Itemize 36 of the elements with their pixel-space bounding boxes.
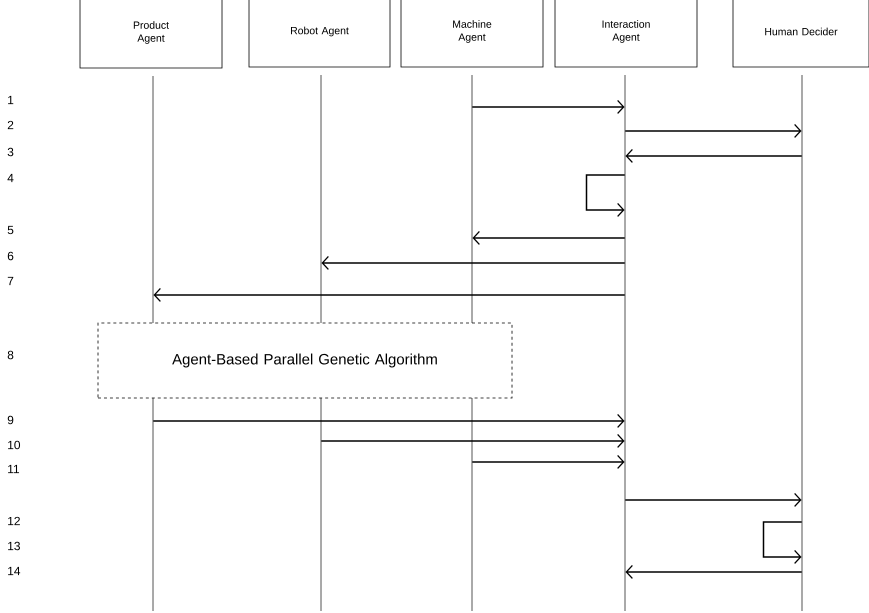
step-number: 11 <box>8 464 20 474</box>
step-number: 10 <box>8 440 20 450</box>
step-number: 2 <box>8 120 14 130</box>
step-number: 8 <box>8 350 14 360</box>
lifeline <box>152 76 154 611</box>
message-arrow <box>154 288 624 302</box>
self-message-arrow <box>762 521 802 564</box>
participant-box: Product Agent <box>80 0 222 68</box>
self-message-arrow <box>586 174 624 217</box>
message-arrow <box>154 414 624 428</box>
message-arrow <box>626 149 802 163</box>
participant-box: Robot Agent <box>248 0 390 68</box>
step-number: 13 <box>8 542 20 550</box>
step-number: 6 <box>8 252 14 260</box>
message-arrow <box>626 124 802 138</box>
step-number: 5 <box>8 226 14 234</box>
lifeline <box>320 75 322 611</box>
message-arrow <box>472 231 624 245</box>
message-arrow <box>626 565 802 579</box>
step-number: 12 <box>8 516 20 526</box>
participant-box: Human Decider <box>732 0 869 68</box>
message-arrow <box>626 493 802 507</box>
step-number: 4 <box>8 174 14 182</box>
message-arrow <box>322 434 624 448</box>
participant-box: Interaction Agent <box>554 0 698 68</box>
message-arrow <box>472 455 624 469</box>
step-number: 7 <box>8 276 14 286</box>
step-number: 3 <box>8 148 14 156</box>
lifeline <box>624 75 626 611</box>
participant-box: Machine Agent <box>400 0 544 68</box>
step-number: 14 <box>8 566 20 576</box>
step-number: 9 <box>8 416 14 424</box>
message-arrow <box>322 256 624 270</box>
step-number: 1 <box>8 96 14 104</box>
process-box: Agent-Based Parallel Genetic Algorithm <box>98 322 512 398</box>
message-arrow <box>472 100 624 114</box>
